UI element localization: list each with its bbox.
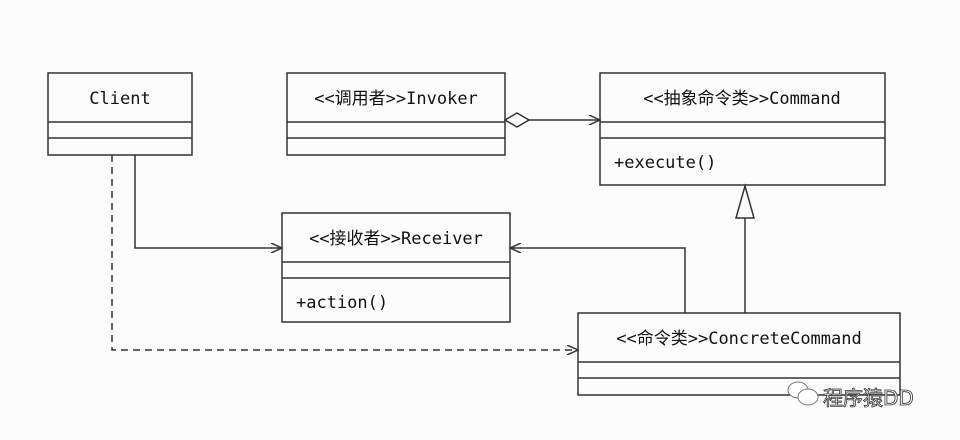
receiver-name: <<接收者>>Receiver bbox=[309, 229, 483, 249]
command-method: +execute() bbox=[614, 153, 716, 173]
wechat-icon bbox=[787, 381, 819, 406]
class-client bbox=[47, 72, 193, 156]
aggregation-invoker-command bbox=[503, 112, 600, 128]
class-command bbox=[599, 72, 886, 186]
generalization-concrete-command bbox=[735, 183, 755, 313]
class-concrete-command bbox=[577, 312, 901, 396]
client-name: Client bbox=[89, 89, 150, 109]
class-receiver bbox=[281, 212, 511, 323]
concrete-name: <<命令类>>ConcreteCommand bbox=[616, 329, 861, 349]
watermark: 程序猿DD bbox=[823, 386, 914, 410]
association-client-receiver bbox=[134, 155, 282, 248]
class-invoker bbox=[286, 72, 506, 156]
invoker-name: <<调用者>>Invoker bbox=[314, 89, 478, 109]
association-concrete-receiver bbox=[510, 248, 686, 313]
command-name: <<抽象命令类>>Command bbox=[643, 89, 841, 109]
dependency-client-concrete bbox=[111, 155, 578, 350]
receiver-method: +action() bbox=[296, 293, 388, 313]
